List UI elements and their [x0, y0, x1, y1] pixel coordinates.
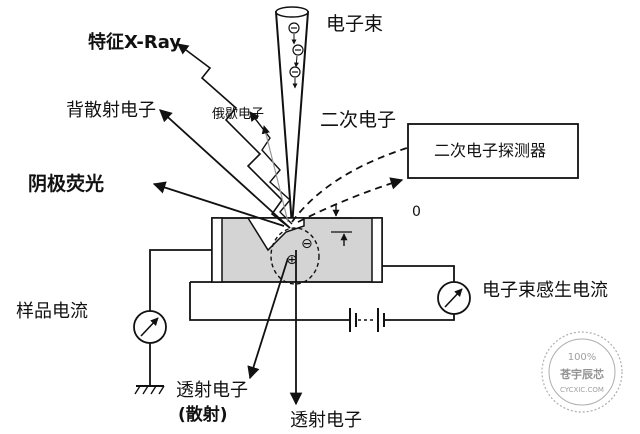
watermark-top: 100%	[568, 352, 597, 363]
depth-marker	[331, 204, 352, 246]
secondary-detector-label: 二次电子探测器	[434, 141, 546, 160]
watermark-middle: 苍宇辰芯	[559, 367, 604, 381]
sample-current-label: 样品电流	[16, 301, 88, 322]
secondary-electron-path	[297, 177, 404, 223]
sample-current-meter-icon	[133, 310, 167, 344]
beam-electron-icon	[292, 44, 304, 68]
characteristic-xray-label: 特征X-Ray	[88, 31, 181, 53]
sample-current-wire	[149, 249, 212, 312]
ebic-upper-wire	[382, 265, 455, 282]
watermark-seal: 100% 苍宇辰芯 CYCXIC.COM	[541, 331, 623, 413]
transmitted-scattered-label-line2: (散射)	[178, 404, 228, 425]
cathodoluminescence-label: 阴极荧光	[28, 172, 104, 195]
secondary-electron-path	[291, 141, 422, 223]
transmitted-scattered-label-line1: 透射电子	[176, 380, 248, 401]
ground-icon	[134, 385, 165, 395]
left-electrode	[211, 217, 223, 283]
backscattered-label: 背散射电子	[66, 100, 156, 121]
right-electrode	[371, 217, 383, 283]
battery-icon	[349, 308, 385, 332]
beam-electron-icon	[288, 22, 300, 45]
auger-label: 俄歇电子	[212, 107, 264, 122]
electron-beam	[274, 6, 310, 227]
secondary-electrons-label: 二次电子	[320, 109, 396, 131]
auger-zigzag-arrow	[249, 111, 293, 225]
ebic-lower-wire	[384, 314, 455, 321]
zero-mark: 0	[412, 204, 421, 220]
secondary-detector-box	[407, 123, 579, 179]
cathodoluminescence-arrow	[152, 181, 285, 227]
electron-beam-label: 电子束	[326, 13, 383, 35]
auger-gray-arrow	[261, 125, 289, 223]
beam-electron-icon	[289, 66, 301, 89]
sample	[211, 217, 383, 285]
xray-zigzag-arrow	[177, 43, 291, 229]
backscattered-arrow	[159, 109, 291, 229]
ebic-meter-icon	[437, 281, 471, 315]
hole-plus-symbol: ⊕	[286, 252, 298, 268]
ebic-label: 电子束感生电流	[482, 280, 608, 301]
watermark-bottom: CYCXIC.COM	[560, 386, 604, 394]
interaction-volume	[270, 227, 320, 285]
electron-minus-symbol: ⊖	[301, 236, 313, 252]
transmitted-scattered-arrow	[247, 257, 289, 380]
transmitted-label: 透射电子	[290, 410, 362, 431]
